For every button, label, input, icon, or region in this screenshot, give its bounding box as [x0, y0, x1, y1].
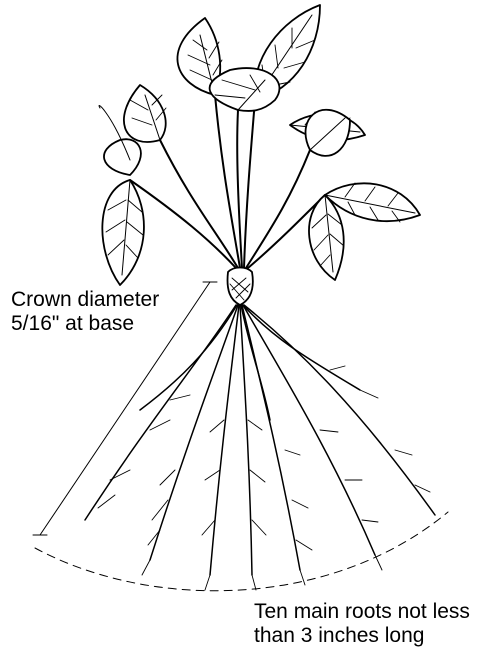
leaves — [99, 5, 420, 285]
leaf-center — [210, 68, 280, 111]
crown-diameter-label: Crown diameter 5/16" at base — [11, 288, 211, 336]
crown — [228, 268, 253, 306]
root-extent-arc — [35, 512, 448, 591]
roots-label-line-1: Ten main roots not less — [254, 600, 504, 624]
crown-label-line-2: 5/16" at base — [11, 312, 211, 336]
leaf-right-lower — [309, 195, 344, 280]
leaf-lower-left — [102, 180, 144, 285]
crown-label-line-1: Crown diameter — [11, 288, 211, 312]
roots — [85, 305, 435, 575]
leaf-mid-left — [124, 85, 166, 142]
roots-label-line-2: than 3 inches long — [254, 624, 504, 648]
leaf-right-mid — [306, 110, 350, 156]
roots-label: Ten main roots not less than 3 inches lo… — [254, 600, 504, 648]
